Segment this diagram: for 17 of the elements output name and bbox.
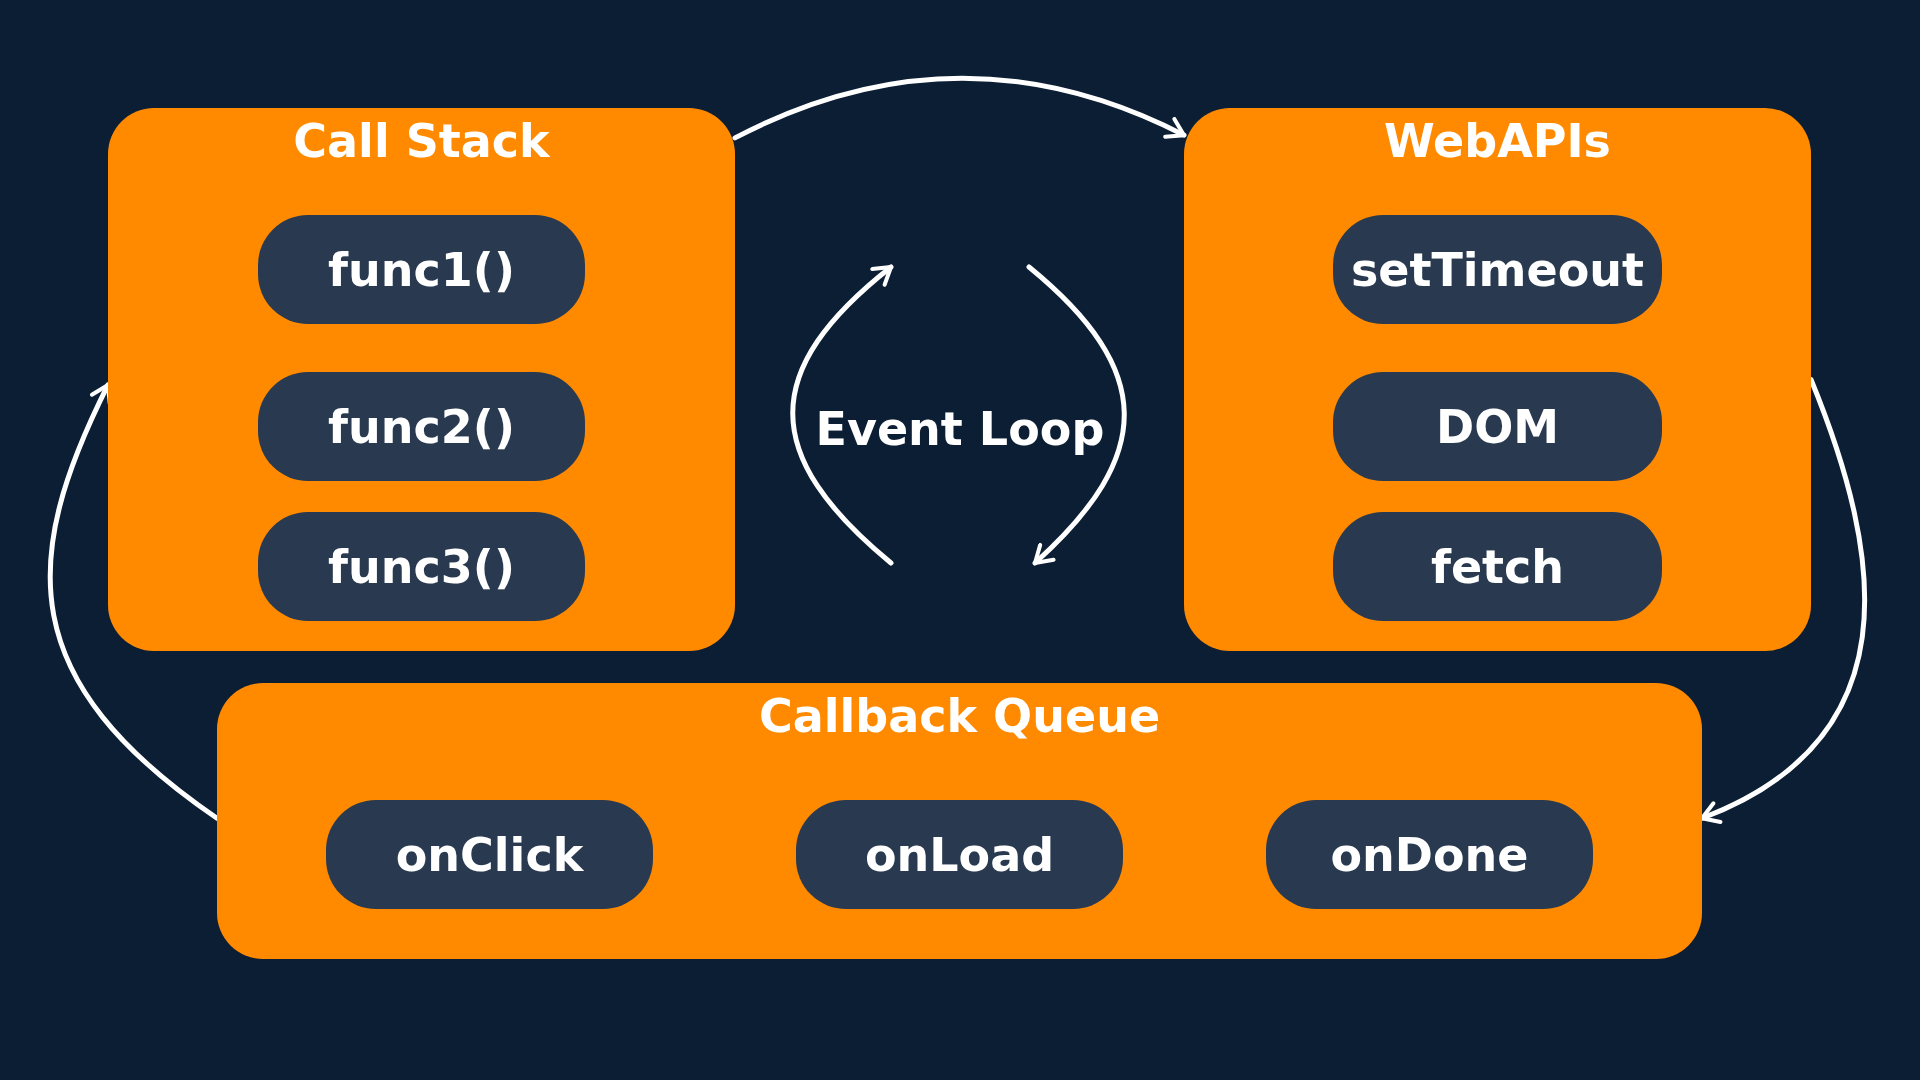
item-label: func3() [328, 539, 515, 594]
group-panel [217, 683, 1702, 959]
panel-title: WebAPIs [1382, 114, 1612, 168]
item-label: onDone [1330, 827, 1529, 882]
group-panel [1184, 108, 1811, 651]
panel-title: Call Stack [292, 114, 551, 168]
item-label: fetch [1430, 539, 1565, 594]
item-label: DOM [1435, 399, 1560, 454]
item-label: onLoad [864, 827, 1055, 882]
group-panel [108, 108, 735, 651]
loop-label: Event Loop [815, 402, 1105, 456]
panel-title: Callback Queue [757, 689, 1162, 743]
item-label: func1() [328, 242, 515, 297]
item-label: setTimeout [1350, 242, 1645, 297]
item-label: onClick [395, 827, 584, 882]
item-label: func2() [328, 399, 515, 454]
arrow [732, 75, 1187, 141]
